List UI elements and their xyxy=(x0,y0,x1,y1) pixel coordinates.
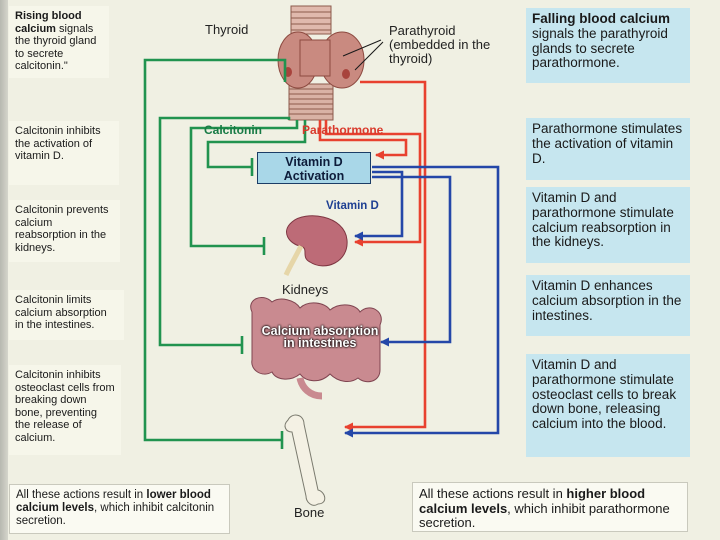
parathormone-paths xyxy=(318,80,427,432)
text-run: , which inhibit parathormone secretion. xyxy=(419,500,670,530)
text-run: Vitamin D enhances calcium absorption in… xyxy=(532,278,682,323)
parathyroid-label: Parathyroid (embedded in the thyroid) xyxy=(389,23,491,66)
intestines-icon xyxy=(250,297,382,400)
right-box-falling-calcium: Falling blood calcium signals the parath… xyxy=(526,8,690,83)
parathyroid-pointer-line xyxy=(354,41,384,71)
vitamin-d-activation-box: Vitamin D Activation xyxy=(257,152,371,184)
left-box-prevent-reabsorption: Calcitonin prevents calcium reabsorption… xyxy=(9,200,120,262)
text-run: Calcitonin prevents calcium reabsorption… xyxy=(15,204,109,254)
right-box-stimulate-osteoclast: Vitamin D and parathormone stimulate ost… xyxy=(526,354,690,457)
bone-icon xyxy=(284,414,326,506)
right-box-enhance-absorption: Vitamin D enhances calcium absorption in… xyxy=(526,275,690,336)
calcitonin-paths xyxy=(143,58,307,449)
kidney-icon xyxy=(283,215,348,277)
left-box-inhibit-vitamin-d: Calcitonin inhibits the activation of vi… xyxy=(9,121,119,185)
bottom-right-summary: All these actions result in higher blood… xyxy=(412,482,688,532)
text-run: , which inhibit calcitonin secretion. xyxy=(16,502,215,527)
parathyroid-pointer-line xyxy=(342,39,382,57)
vitamin-d-label: Vitamin D xyxy=(326,200,379,212)
text-run: signals the parathyroid glands to secret… xyxy=(532,25,668,71)
page-gutter xyxy=(0,0,10,540)
text-run: All these actions result in xyxy=(419,486,567,501)
text-run: All these actions result in xyxy=(16,489,147,501)
text-run: Rising blood calcium xyxy=(15,10,82,35)
text-run: Calcitonin inhibits the activation of vi… xyxy=(15,125,101,162)
text-run: higher blood calcium levels xyxy=(419,486,646,516)
bottom-left-summary: All these actions result in lower blood … xyxy=(9,484,230,534)
text-run: Vitamin D and parathormone stimulate cal… xyxy=(532,190,674,250)
text-run: Calcitonin inhibits osteoclast cells fro… xyxy=(15,369,115,444)
parathyroid-dot-icon xyxy=(342,69,350,79)
thyroid-gland-icon xyxy=(277,5,365,121)
text-run: Parathormone stimulates the activation o… xyxy=(532,121,683,166)
text-run: signals the thyroid gland to secrete cal… xyxy=(15,22,97,73)
left-box-limit-absorption: Calcitonin limits calcium absorption in … xyxy=(9,290,124,340)
left-box-rising-calcium: Rising blood calcium signals the thyroid… xyxy=(9,6,109,78)
calcitonin-label: Calcitonin xyxy=(204,123,263,137)
text-run: lower blood calcium levels xyxy=(16,489,211,514)
right-box-stimulate-reabsorption: Vitamin D and parathormone stimulate cal… xyxy=(526,187,690,263)
vitamin-d-paths xyxy=(344,165,500,438)
kidneys-label: Kidneys xyxy=(282,282,329,297)
parathormone-label: Parathormone xyxy=(302,123,384,137)
thyroid-label: Thyroid xyxy=(205,22,249,37)
text-run: Falling blood calcium xyxy=(532,11,671,26)
text-run: Calcitonin limits calcium absorption in … xyxy=(15,294,107,331)
intestines-label: Calcium absorption in intestines xyxy=(261,324,379,350)
bone-label: Bone xyxy=(294,505,325,520)
right-box-stimulate-vitamin-d: Parathormone stimulates the activation o… xyxy=(526,118,690,180)
left-box-inhibit-osteoclast: Calcitonin inhibits osteoclast cells fro… xyxy=(9,365,121,455)
text-run: Vitamin D and parathormone stimulate ost… xyxy=(532,357,677,432)
